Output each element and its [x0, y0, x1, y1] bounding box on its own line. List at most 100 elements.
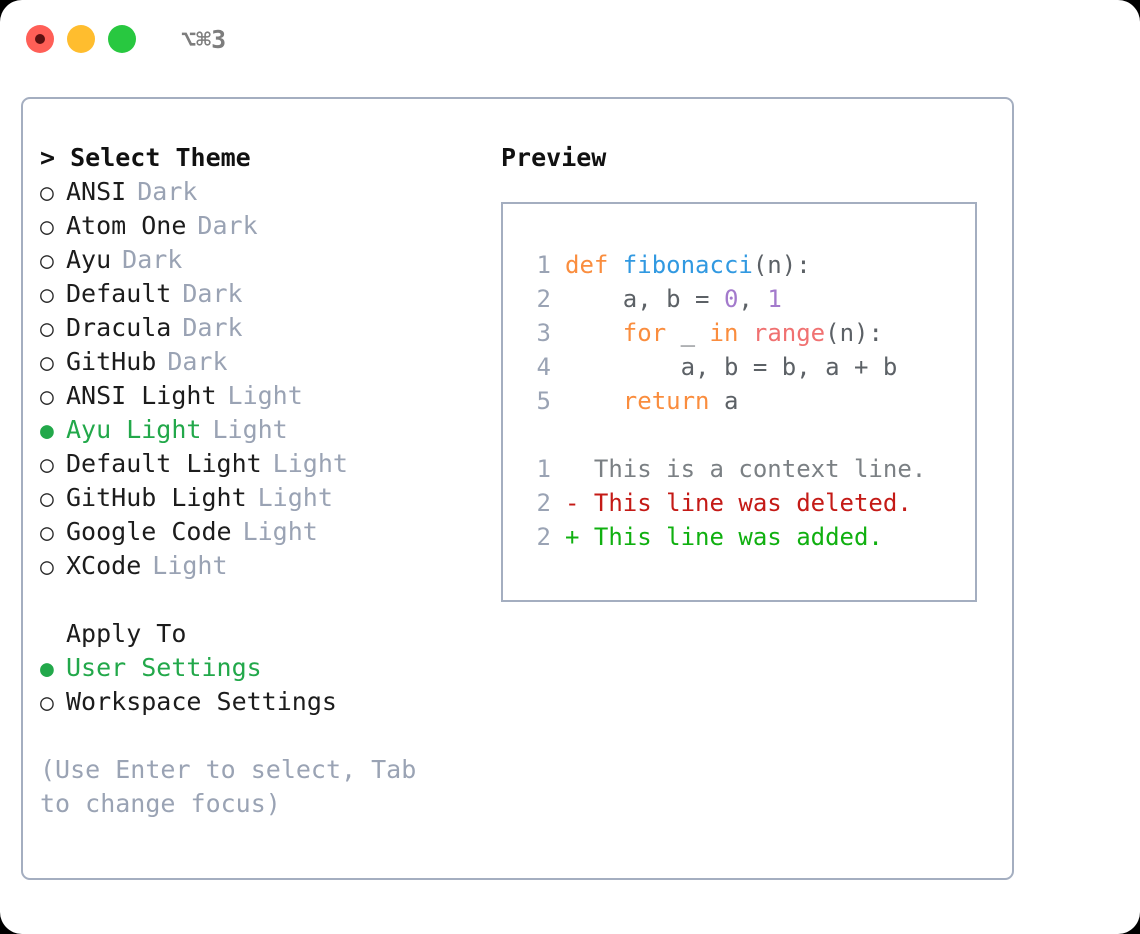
theme-label: XCode — [66, 551, 142, 580]
line-number: 2 — [536, 523, 551, 551]
token-kw: return — [622, 387, 710, 415]
theme-label: GitHub — [66, 347, 157, 376]
theme-variant-tag: Dark — [197, 211, 258, 240]
token-plain: a, b = b, a + b — [565, 353, 898, 381]
theme-item[interactable]: ○ GitHub Light Light — [40, 481, 480, 515]
theme-variant-tag: Dark — [137, 177, 198, 206]
keyboard-shortcut-label: ⌥⌘3 — [181, 24, 227, 54]
theme-label: Default Light — [66, 449, 262, 478]
code-text: def fibonacci(n): — [565, 248, 811, 282]
theme-variant-tag: Light — [152, 551, 228, 580]
apply-to-label: User Settings — [66, 653, 262, 682]
preview-title: Preview — [501, 143, 607, 172]
theme-variant-tag: Light — [257, 483, 333, 512]
theme-label: Atom One — [66, 211, 187, 240]
code-text: for _ in range(n): — [565, 316, 883, 350]
theme-label: ANSI — [66, 177, 127, 206]
code-line: 1 def fibonacci(n): — [521, 248, 975, 282]
radio-unselected-icon: ○ — [40, 690, 54, 716]
token-del: - This line was deleted. — [565, 489, 912, 517]
code-line: 2 a, b = 0, 1 — [521, 282, 975, 316]
token-plain: _ — [666, 319, 710, 347]
theme-item[interactable]: ○ Default Light Light — [40, 447, 480, 481]
diff-line: 2+ This line was added. — [521, 520, 975, 554]
page-title: > Select Theme — [40, 143, 251, 172]
diff-line: 2 - This line was deleted. — [521, 486, 975, 520]
token-plain — [738, 319, 752, 347]
token-kw: def — [565, 251, 623, 279]
apply-to-heading: Apply To — [66, 619, 187, 648]
radio-unselected-icon: ○ — [40, 316, 54, 342]
line-number: 2 — [536, 285, 551, 313]
token-plain: (n): — [825, 319, 883, 347]
theme-variant-tag: Light — [212, 415, 288, 444]
line-number: 1 — [536, 455, 551, 483]
line-number: 2 — [536, 489, 551, 517]
token-kw: for — [622, 319, 667, 347]
radio-unselected-icon: ○ — [40, 214, 54, 240]
apply-to-list: ● User Settings ○ Workspace Settings — [40, 651, 480, 719]
theme-label: Ayu Light — [66, 415, 202, 444]
token-call: range — [752, 319, 826, 347]
radio-unselected-icon: ○ — [40, 486, 54, 512]
theme-variant-tag: Dark — [182, 313, 243, 342]
keyboard-hint: (Use Enter to select, Tab to change focu… — [40, 755, 417, 818]
line-number: 1 — [536, 251, 551, 279]
theme-item[interactable]: ○ Atom One Dark — [40, 209, 480, 243]
radio-unselected-icon: ○ — [40, 248, 54, 274]
radio-unselected-icon: ○ — [40, 520, 54, 546]
token-plain — [565, 319, 623, 347]
token-kw: in — [709, 319, 739, 347]
line-number: 5 — [536, 387, 551, 415]
theme-label: Google Code — [66, 517, 232, 546]
theme-label: Ayu — [66, 245, 112, 274]
token-plain — [565, 387, 623, 415]
theme-item[interactable]: ● Ayu Light Light — [40, 413, 480, 447]
token-plain: , — [738, 285, 768, 313]
theme-variant-tag: Dark — [167, 347, 228, 376]
minimize-button[interactable] — [67, 25, 95, 53]
code-text: return a — [565, 384, 739, 418]
code-text: This is a context line. — [565, 452, 926, 486]
radio-unselected-icon: ○ — [40, 282, 54, 308]
list-spacer — [40, 583, 480, 617]
theme-variant-tag: Dark — [182, 279, 243, 308]
radio-selected-icon: ● — [40, 656, 54, 682]
theme-label: Default — [66, 279, 172, 308]
token-num: 1 — [767, 285, 782, 313]
code-text: a, b = b, a + b — [565, 350, 898, 384]
maximize-button[interactable] — [108, 25, 136, 53]
token-plain: a, b = — [565, 285, 724, 313]
radio-selected-icon: ● — [40, 418, 54, 444]
apply-to-item[interactable]: ○ Workspace Settings — [40, 685, 480, 719]
line-number: 4 — [536, 353, 551, 381]
token-num: 0 — [723, 285, 739, 313]
code-line: 3 for _ in range(n): — [521, 316, 975, 350]
theme-label: GitHub Light — [66, 483, 247, 512]
theme-item[interactable]: ○ Default Dark — [40, 277, 480, 311]
close-button[interactable] — [26, 25, 54, 53]
token-ctx: This is a context line. — [565, 455, 927, 483]
radio-unselected-icon: ○ — [40, 452, 54, 478]
apply-to-label: Workspace Settings — [66, 687, 337, 716]
theme-variant-tag: Light — [272, 449, 348, 478]
apply-to-item[interactable]: ● User Settings — [40, 651, 480, 685]
theme-variant-tag: Light — [227, 381, 303, 410]
theme-label: ANSI Light — [66, 381, 217, 410]
title-bar: ⌥⌘3 — [0, 0, 1140, 78]
code-line: 4 a, b = b, a + b — [521, 350, 975, 384]
